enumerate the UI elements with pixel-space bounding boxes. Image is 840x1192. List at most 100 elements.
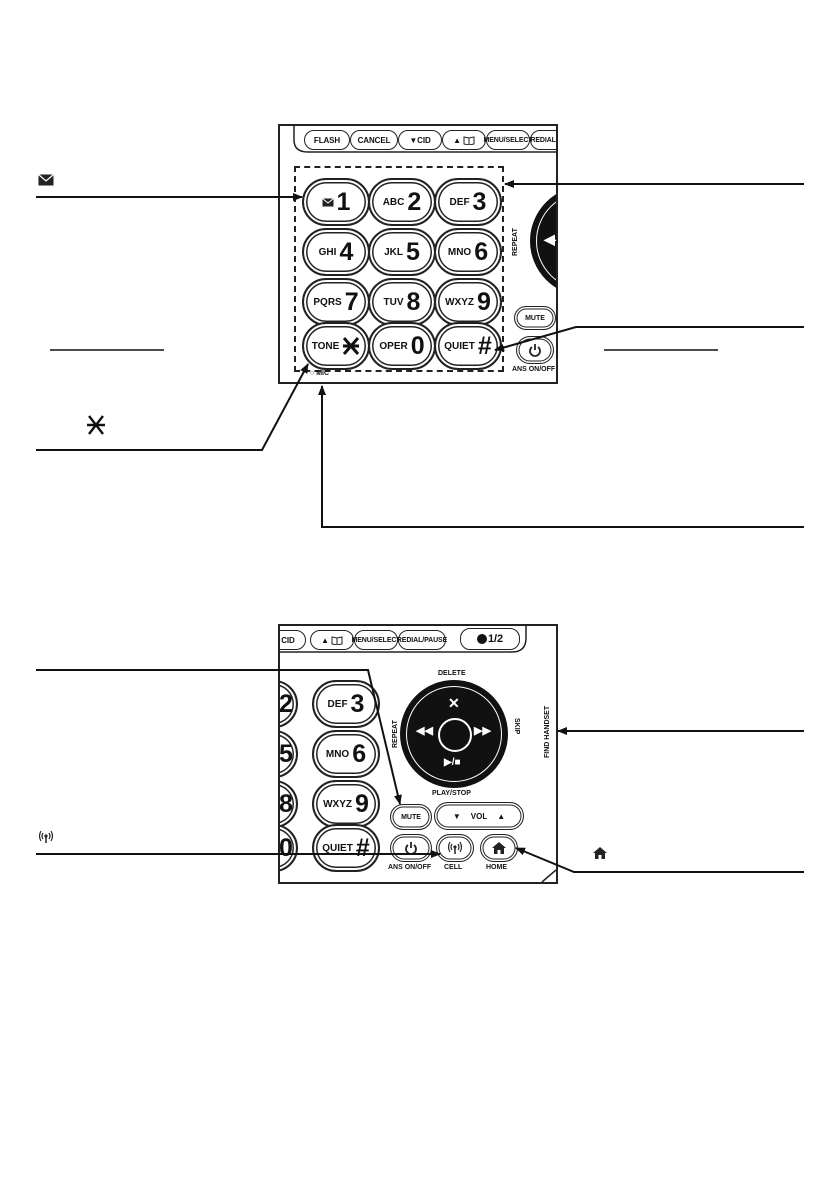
- key-7[interactable]: PQRS 7: [302, 278, 370, 326]
- cell-signal-icon: [447, 841, 463, 854]
- key-star-tone[interactable]: TONE: [302, 322, 370, 370]
- ans-label: ANS ON/OFF: [512, 366, 556, 373]
- nav-wheel[interactable]: ✕ ◀◀ ▶▶ ▶/■: [400, 680, 508, 788]
- softkey-cid-down[interactable]: ▼CID: [398, 130, 442, 150]
- key-digit: #: [477, 331, 492, 360]
- key-letters: WXYZ: [323, 798, 352, 810]
- star-key-icon: [343, 337, 360, 355]
- bluetooth-text: 1/2: [488, 633, 503, 645]
- key-digit: 5: [406, 237, 420, 266]
- key-2[interactable]: ABC 2: [368, 178, 436, 226]
- delete-label: DELETE: [438, 670, 466, 677]
- key-digit: 3: [350, 689, 365, 718]
- key-digit: 7: [344, 287, 359, 316]
- key-digit: 6: [474, 237, 489, 266]
- nav-center-button[interactable]: [438, 718, 472, 752]
- key-digit: 9: [476, 287, 491, 316]
- key-letters: DEF: [449, 196, 470, 208]
- ans-label: ANS ON/OFF: [388, 864, 432, 871]
- key-8[interactable]: TUV 8: [368, 278, 436, 326]
- home-label: HOME: [486, 864, 507, 871]
- mic-label: ○ MIC: [310, 370, 330, 377]
- key-digit: 2: [279, 689, 293, 718]
- softkey-phonebook-up[interactable]: ▲: [310, 630, 354, 650]
- softkey-redial-pause[interactable]: REDIAL/PAU: [530, 130, 556, 150]
- mute-button[interactable]: MUTE: [514, 306, 556, 330]
- key-pound-quiet[interactable]: QUIET #: [312, 824, 380, 872]
- key-5[interactable]: JKL 5: [368, 228, 436, 276]
- key-digit: 9: [354, 789, 369, 818]
- key-letters: OPER: [379, 340, 408, 352]
- find-handset-label: FIND HANDSET: [544, 705, 551, 758]
- key-letters: MNO: [325, 748, 350, 760]
- mute-text: MUTE: [525, 314, 545, 322]
- softkey-menu-select[interactable]: MENU/SELECT: [483, 130, 533, 150]
- cell-signal-icon: [38, 830, 54, 843]
- key-digit: 2: [407, 187, 422, 216]
- mute-text: MUTE: [401, 813, 421, 821]
- repeat-label: REPEAT: [512, 228, 519, 256]
- keypad-highlight-box: [294, 166, 504, 372]
- key-1[interactable]: 1: [302, 178, 370, 226]
- play-stop-icon[interactable]: ▶/■: [444, 757, 461, 768]
- rewind-icon: ◀◀: [544, 231, 556, 247]
- key-4[interactable]: GHI 4: [302, 228, 370, 276]
- star-key-icon: [87, 415, 105, 435]
- rewind-icon[interactable]: ◀◀: [416, 725, 433, 737]
- softkey-phonebook-up[interactable]: ▲: [442, 130, 486, 150]
- softkey-cancel[interactable]: CANCEL: [350, 130, 398, 150]
- softkey-up-arrow: ▲: [321, 635, 329, 645]
- softkey-flash[interactable]: FLASH: [304, 130, 350, 150]
- key-6[interactable]: MNO 6: [434, 228, 502, 276]
- delete-x-icon[interactable]: ✕: [448, 695, 460, 711]
- key-digit: #: [355, 833, 370, 862]
- key-pound-quiet[interactable]: QUIET #: [434, 322, 502, 370]
- key-letters: DEF: [327, 698, 348, 710]
- key-digit: 0: [410, 331, 425, 360]
- softkey-up-arrow: ▲: [453, 135, 461, 145]
- home-icon: [492, 842, 506, 854]
- key-letters: TONE: [311, 340, 340, 352]
- ans-power-button[interactable]: [516, 336, 554, 364]
- key-digit: 6: [352, 739, 367, 768]
- fast-forward-icon[interactable]: ▶▶: [474, 725, 491, 737]
- volume-button[interactable]: ▼ VOL ▲: [434, 802, 524, 830]
- key-letters: ABC: [382, 196, 405, 208]
- key-digit: 4: [339, 237, 354, 266]
- cell-button[interactable]: [436, 834, 474, 862]
- key-letters: JKL: [384, 246, 403, 258]
- voicemail-envelope-icon: [321, 197, 334, 206]
- softkey-menu-select[interactable]: MENU/SELECT: [351, 630, 401, 650]
- key-9[interactable]: WXYZ 9: [312, 780, 380, 828]
- key-0[interactable]: OPER 0: [368, 322, 436, 370]
- key-9[interactable]: WXYZ 9: [434, 278, 502, 326]
- key-digit: 8: [406, 287, 421, 316]
- repeat-label: REPEAT: [392, 720, 399, 748]
- key-digit: 8: [279, 789, 293, 818]
- nav-wheel[interactable]: ◀◀: [530, 186, 556, 296]
- key-letters: WXYZ: [445, 296, 474, 308]
- key-3[interactable]: DEF 3: [312, 680, 380, 728]
- mute-button[interactable]: MUTE: [390, 804, 432, 830]
- home-button[interactable]: [480, 834, 518, 862]
- key-letters: PQRS: [313, 296, 342, 308]
- key-6[interactable]: MNO 6: [312, 730, 380, 778]
- key-digit: 5: [279, 739, 293, 768]
- key-digit: 3: [472, 187, 487, 216]
- key-digit: 1: [336, 187, 351, 216]
- cell-label: CELL: [444, 864, 463, 871]
- key-letters: MNO: [447, 246, 472, 258]
- power-icon: [405, 842, 417, 855]
- softkey-cid[interactable]: CID: [280, 630, 306, 650]
- bluetooth-1-2-button[interactable]: 1/2: [460, 628, 520, 650]
- keypad-diagram-panel: FLASH CANCEL ▼CID ▲ MENU/SELECT REDIAL/P…: [278, 124, 558, 384]
- vol-text: VOL: [470, 811, 488, 821]
- key-digit: 0: [279, 833, 293, 862]
- key-3[interactable]: DEF 3: [434, 178, 502, 226]
- control-buttons-diagram-panel: CID ▲ MENU/SELECT REDIAL/PAUSE 1/2 2 5 8…: [278, 624, 558, 884]
- volume-up-icon: ▲: [497, 811, 506, 821]
- voicemail-envelope-icon: [38, 174, 54, 186]
- ans-power-button[interactable]: [390, 834, 432, 862]
- softkey-redial-pause[interactable]: REDIAL/PAUSE: [397, 630, 447, 650]
- nav-ring: [406, 686, 502, 782]
